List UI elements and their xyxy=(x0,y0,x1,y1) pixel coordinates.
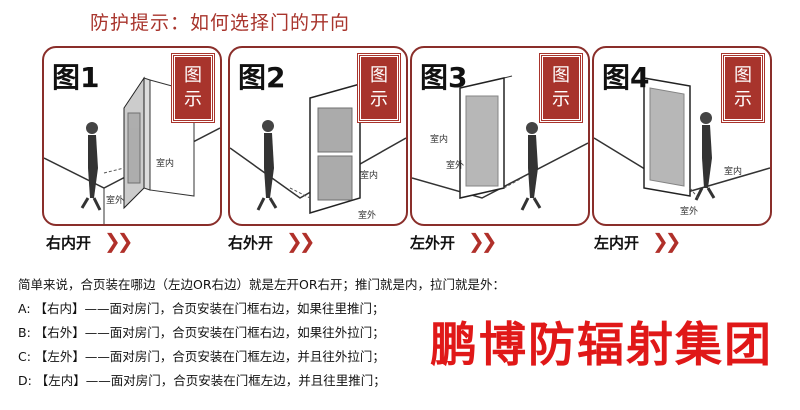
room-inside-label: 室内 xyxy=(430,135,449,145)
door-illustration xyxy=(594,77,770,201)
rule-line-d: D: 【左内】——面对房门，合页安装在门框左边，并且往里推门； xyxy=(18,373,386,388)
room-inside-label: 室内 xyxy=(156,159,175,169)
double-chevron-icon: ❯❯ xyxy=(468,229,497,253)
caption-left-inward: 左内开 xyxy=(594,234,640,252)
caption-left-outward: 左外开 xyxy=(410,234,456,252)
room-inside-label: 室内 xyxy=(724,167,743,177)
double-chevron-icon: ❯❯ xyxy=(652,229,681,253)
caption-right-outward: 右外开 xyxy=(228,234,274,252)
figure-panel-3: 图3 图示 室内 室外 xyxy=(410,46,590,226)
figure-panel-1: 图1 图示 室内 室外 xyxy=(42,46,222,226)
figure-label: 图2 xyxy=(238,61,286,94)
figure-label: 图1 xyxy=(52,61,100,94)
stamp-seal: 图示 xyxy=(357,53,401,123)
intro-text: 简单来说，合页装在哪边（左边OR右边）就是左开OR右开；推门就是内，拉门就是外： xyxy=(18,277,506,292)
double-chevron-icon: ❯❯ xyxy=(286,229,315,253)
room-outside-label: 室外 xyxy=(446,161,465,171)
figure-panel-4: 图4 图示 室内 室外 xyxy=(592,46,772,226)
figure-panel-2: 图2 图示 室内 室外 xyxy=(228,46,408,226)
brand-watermark: 鹏博防辐射集团 xyxy=(430,318,773,373)
room-outside-label: 室外 xyxy=(106,196,125,206)
stamp-seal: 图示 xyxy=(721,53,765,123)
door-illustration xyxy=(412,75,588,211)
page-title: 防护提示：如何选择门的开向 xyxy=(90,12,351,34)
rule-line-b: B: 【右外】——面对房门，合页安装在门框右边，如果往外拉门； xyxy=(18,325,385,340)
figure-label: 图4 xyxy=(602,61,650,94)
stamp-seal: 图示 xyxy=(539,53,583,123)
rule-line-c: C: 【左外】——面对房门，合页安装在门框左边，并且往外拉门； xyxy=(18,349,385,364)
caption-right-inward: 右内开 xyxy=(46,234,92,252)
door-illustration xyxy=(230,83,406,215)
room-outside-label: 室外 xyxy=(680,207,699,217)
rule-line-a: A: 【右内】——面对房门，合页安装在门框右边，如果往里推门； xyxy=(18,301,385,316)
stamp-seal: 图示 xyxy=(171,53,215,123)
room-outside-label: 室外 xyxy=(358,211,377,221)
room-inside-label: 室内 xyxy=(360,171,379,181)
double-chevron-icon: ❯❯ xyxy=(104,229,133,253)
figure-label: 图3 xyxy=(420,61,468,94)
